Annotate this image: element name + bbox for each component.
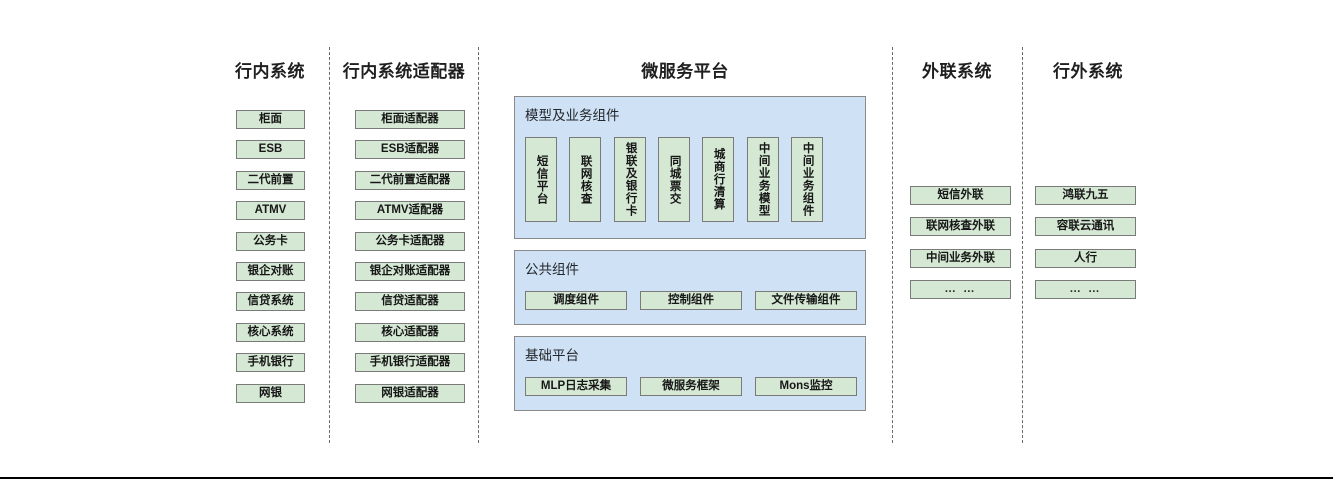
node-internal-system-adapters-2[interactable]: 二代前置适配器 <box>355 171 465 190</box>
node-external-link-systems-2[interactable]: 中间业务外联 <box>910 249 1011 268</box>
column-divider-2 <box>478 47 479 443</box>
node-model-business-components-6[interactable]: 中间业务组件 <box>791 137 823 222</box>
node-base-platform-1[interactable]: 微服务框架 <box>640 377 742 396</box>
column-divider-4 <box>1022 47 1023 443</box>
node-internal-systems-5[interactable]: 银企对账 <box>236 262 305 281</box>
node-internal-system-adapters-4[interactable]: 公务卡适配器 <box>355 232 465 251</box>
column-title-internal-systems: 行内系统 <box>235 62 305 81</box>
node-internal-systems-9[interactable]: 网银 <box>236 384 305 403</box>
node-internal-systems-3[interactable]: ATMV <box>236 201 305 220</box>
node-outside-bank-systems-1[interactable]: 容联云通讯 <box>1035 217 1136 236</box>
node-internal-system-adapters-9[interactable]: 网银适配器 <box>355 384 465 403</box>
node-internal-systems-2[interactable]: 二代前置 <box>236 171 305 190</box>
node-internal-systems-4[interactable]: 公务卡 <box>236 232 305 251</box>
node-public-components-1[interactable]: 控制组件 <box>640 291 742 310</box>
node-base-platform-0[interactable]: MLP日志采集 <box>525 377 627 396</box>
node-internal-systems-7[interactable]: 核心系统 <box>236 323 305 342</box>
panel-base-platform <box>514 336 866 411</box>
node-external-link-systems-3[interactable]: … … <box>910 280 1011 299</box>
node-external-link-systems-0[interactable]: 短信外联 <box>910 186 1011 205</box>
column-title-outside-bank-systems: 行外系统 <box>1053 62 1123 81</box>
node-internal-systems-0[interactable]: 柜面 <box>236 110 305 129</box>
panel-title-public-components: 公共组件 <box>525 262 579 277</box>
node-internal-system-adapters-3[interactable]: ATMV适配器 <box>355 201 465 220</box>
panel-public-components <box>514 250 866 325</box>
node-public-components-2[interactable]: 文件传输组件 <box>755 291 857 310</box>
panel-title-base-platform: 基础平台 <box>525 348 579 363</box>
node-internal-system-adapters-6[interactable]: 信贷适配器 <box>355 292 465 311</box>
column-title-microservice-platform: 微服务平台 <box>641 62 729 81</box>
node-internal-system-adapters-1[interactable]: ESB适配器 <box>355 140 465 159</box>
node-external-link-systems-1[interactable]: 联网核查外联 <box>910 217 1011 236</box>
node-model-business-components-5[interactable]: 中间业务模型 <box>747 137 779 222</box>
node-internal-system-adapters-7[interactable]: 核心适配器 <box>355 323 465 342</box>
node-outside-bank-systems-2[interactable]: 人行 <box>1035 249 1136 268</box>
node-model-business-components-3[interactable]: 同城票交 <box>658 137 690 222</box>
bottom-separator-rule <box>0 477 1333 479</box>
column-title-external-link-systems: 外联系统 <box>922 62 992 81</box>
node-model-business-components-0[interactable]: 短信平台 <box>525 137 557 222</box>
node-outside-bank-systems-0[interactable]: 鸿联九五 <box>1035 186 1136 205</box>
node-internal-system-adapters-5[interactable]: 银企对账适配器 <box>355 262 465 281</box>
node-public-components-0[interactable]: 调度组件 <box>525 291 627 310</box>
panel-title-model-business-components: 模型及业务组件 <box>525 108 620 123</box>
node-internal-systems-6[interactable]: 信贷系统 <box>236 292 305 311</box>
node-model-business-components-4[interactable]: 城商行清算 <box>702 137 734 222</box>
node-internal-system-adapters-8[interactable]: 手机银行适配器 <box>355 353 465 372</box>
node-base-platform-2[interactable]: Mons监控 <box>755 377 857 396</box>
node-internal-system-adapters-0[interactable]: 柜面适配器 <box>355 110 465 129</box>
column-title-internal-system-adapters: 行内系统适配器 <box>342 62 466 81</box>
node-internal-systems-1[interactable]: ESB <box>236 140 305 159</box>
column-divider-1 <box>329 47 330 443</box>
node-internal-systems-8[interactable]: 手机银行 <box>236 353 305 372</box>
node-model-business-components-1[interactable]: 联网核查 <box>569 137 601 222</box>
node-model-business-components-2[interactable]: 银联及银行卡 <box>614 137 646 222</box>
column-divider-3 <box>892 47 893 443</box>
node-outside-bank-systems-3[interactable]: … … <box>1035 280 1136 299</box>
